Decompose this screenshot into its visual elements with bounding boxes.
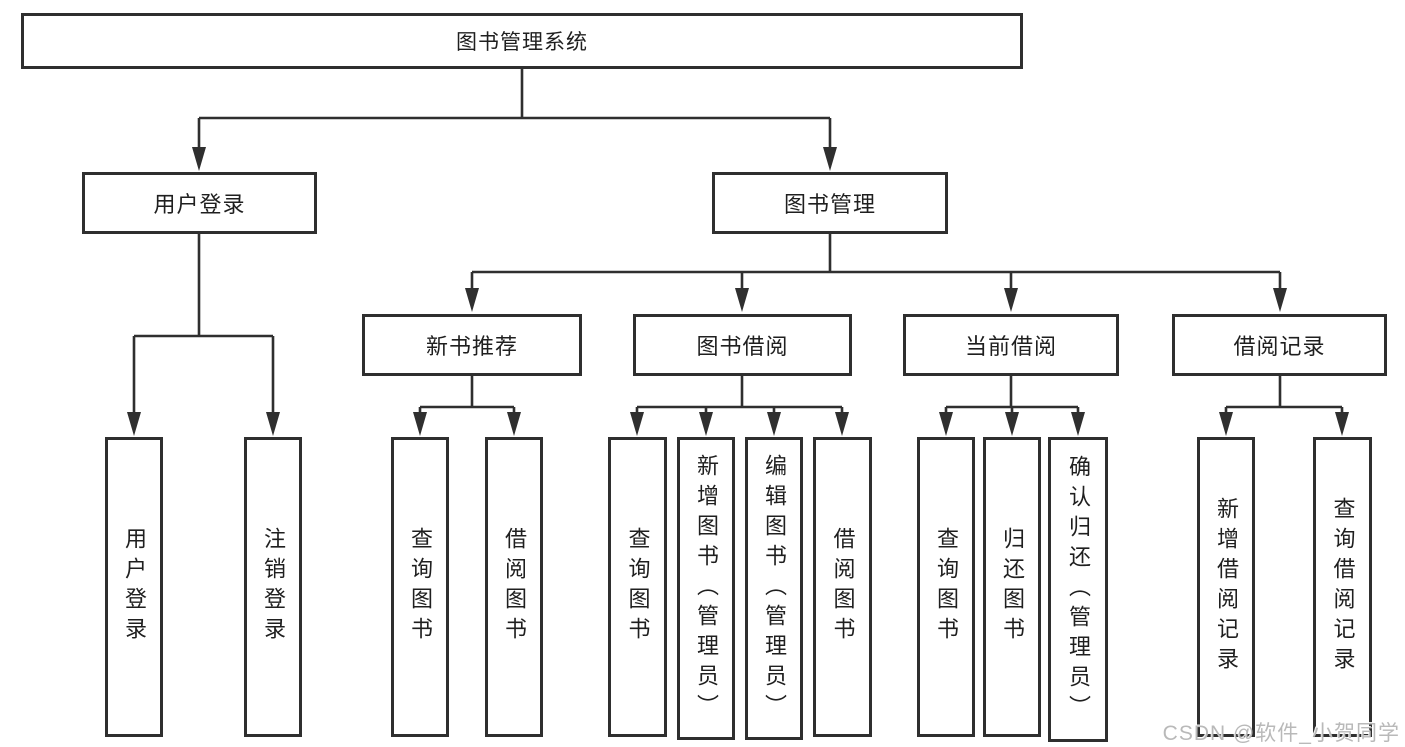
node-bb-borrow-book: 借阅图书 <box>813 437 872 737</box>
node-logout: 注销登录 <box>244 437 302 737</box>
edge-lines <box>132 69 1344 418</box>
node-label: 查询图书 <box>408 527 433 647</box>
node-label: 归还图书 <box>1000 527 1025 647</box>
node-current-borrowing: 当前借阅 <box>903 314 1119 376</box>
node-label: 新增借阅记录 <box>1214 497 1239 677</box>
node-label: 用户登录 <box>153 192 246 217</box>
node-cb-return-book: 归还图书 <box>983 437 1041 737</box>
csdn-watermark: CSDN @软件_小贺同学 <box>1162 722 1400 745</box>
node-rec-query-book: 查询图书 <box>391 437 449 737</box>
node-book-borrowing: 图书借阅 <box>633 314 852 376</box>
node-label: 借阅图书 <box>830 527 856 647</box>
node-cb-confirm-return-admin: 确认归还（管理员） <box>1048 437 1108 742</box>
node-user-login: 用户登录 <box>105 437 163 737</box>
node-rec-borrow-book: 借阅图书 <box>485 437 543 737</box>
node-label: 图书管理 <box>783 192 876 217</box>
node-new-book-recommend: 新书推荐 <box>362 314 582 376</box>
node-bb-query-book: 查询图书 <box>608 437 667 737</box>
node-br-query-record: 查询借阅记录 <box>1313 437 1372 737</box>
node-label: 图书管理系统 <box>456 31 588 54</box>
node-bb-add-book-admin: 新增图书（管理员） <box>677 437 735 740</box>
node-library-management-system: 图书管理系统 <box>21 13 1023 69</box>
node-label: 新增图书（管理员） <box>694 453 719 724</box>
node-user-login-branch: 用户登录 <box>82 172 317 234</box>
node-label: 借阅记录 <box>1233 334 1326 359</box>
node-label: 当前借阅 <box>964 334 1057 359</box>
node-book-management-branch: 图书管理 <box>712 172 948 234</box>
node-cb-query-book: 查询图书 <box>917 437 975 737</box>
node-label: 编辑图书（管理员） <box>762 453 787 724</box>
node-label: 新书推荐 <box>425 334 518 359</box>
node-bb-edit-book-admin: 编辑图书（管理员） <box>745 437 803 740</box>
node-label: 借阅图书 <box>502 527 527 647</box>
node-label: 查询图书 <box>625 527 651 647</box>
node-label: 注销登录 <box>261 527 286 647</box>
node-br-add-record: 新增借阅记录 <box>1197 437 1255 737</box>
node-label: 查询借阅记录 <box>1330 497 1356 677</box>
node-label: 查询图书 <box>934 527 959 647</box>
node-label: 确认归还（管理员） <box>1066 454 1091 725</box>
node-label: 用户登录 <box>122 527 147 647</box>
node-label: 图书借阅 <box>696 334 789 359</box>
node-borrowing-records: 借阅记录 <box>1172 314 1387 376</box>
arrowheads <box>127 147 1349 436</box>
